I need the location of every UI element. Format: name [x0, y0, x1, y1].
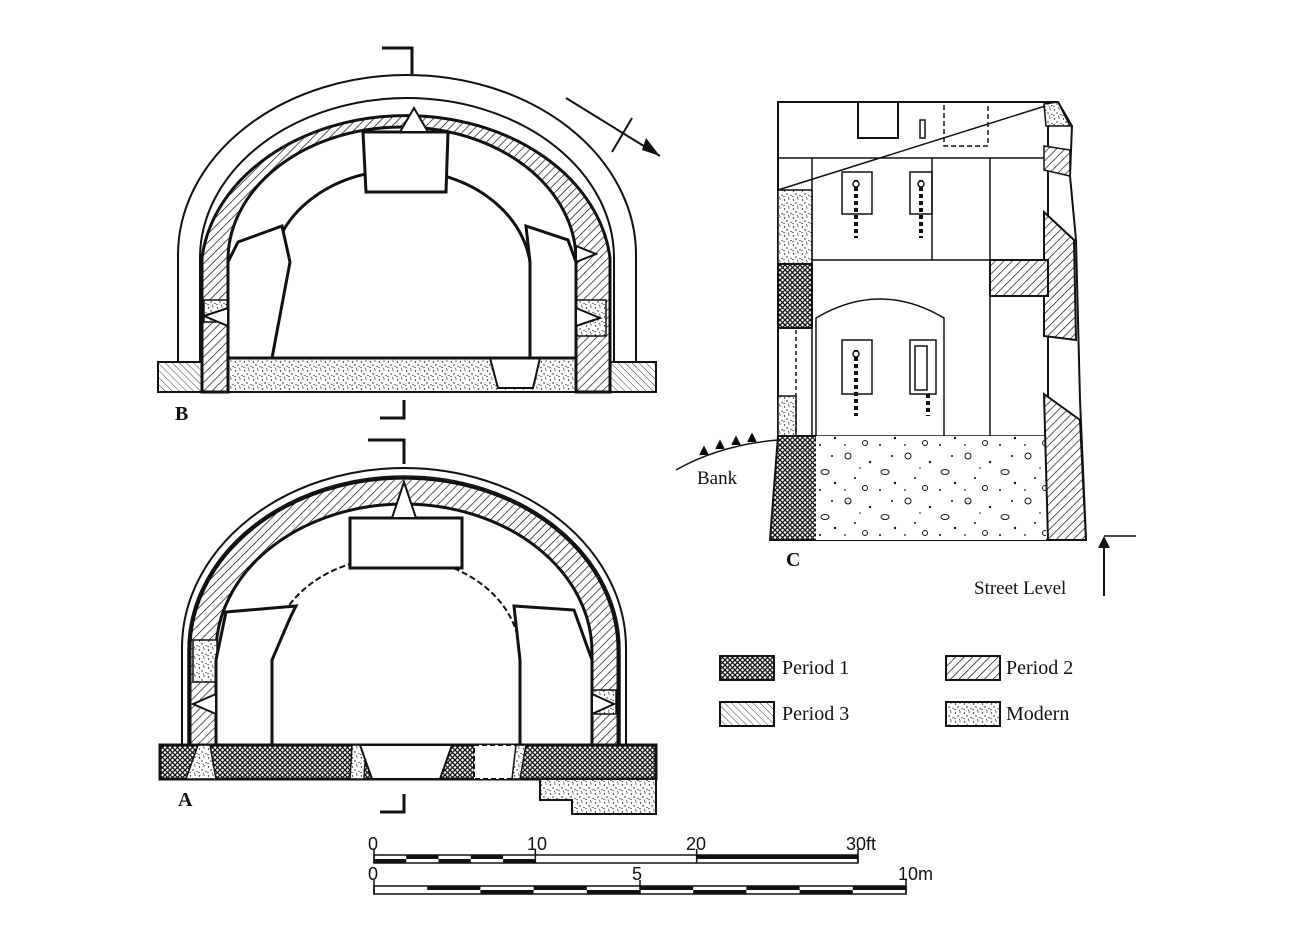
- scale-m-segment: [746, 886, 800, 890]
- plan-a-section-marker-bottom: [380, 794, 406, 814]
- plan-a-slit-top: [390, 478, 418, 519]
- plan-a-base-modern-right: [511, 744, 527, 780]
- svg-text:Period 1: Period 1: [782, 657, 849, 679]
- scale-ft-tick-0: 0: [368, 834, 378, 854]
- bank-line: [675, 439, 779, 471]
- elevation-c: Bank Street Level C: [675, 101, 1136, 599]
- scale-m-segment: [640, 886, 694, 890]
- plan-a-base-door: [473, 744, 517, 780]
- scale-m-segment: [480, 890, 534, 894]
- svg-text:Period 2: Period 2: [1006, 657, 1073, 679]
- plan-b-floor-opening: [488, 357, 542, 389]
- plan-a-slit-right: [591, 692, 617, 716]
- legend-item-period-3: Period 3: [719, 701, 849, 727]
- scale-ft-segment: [438, 859, 471, 863]
- elevation-right-period2-top: [1043, 145, 1071, 177]
- svg-text:Modern: Modern: [1006, 703, 1069, 725]
- elevation-left-period1: [777, 263, 813, 329]
- plan-b-label: B: [175, 403, 188, 425]
- elevation-right-period2-inner: [989, 259, 1049, 297]
- plan-a-section-marker-top: [368, 438, 406, 464]
- scale-m-segment: [586, 890, 640, 894]
- plan-b-ground-left: [157, 361, 205, 393]
- plan-a: A: [158, 438, 658, 815]
- scale-m-segment: [799, 890, 853, 894]
- bank-label: Bank: [697, 468, 738, 489]
- scale-ft-segment: [406, 855, 439, 859]
- bank-grass: [699, 432, 757, 456]
- scale-m-segment: [533, 886, 587, 890]
- scale-m-tick-0: 0: [368, 864, 378, 884]
- elevation-lower-windows: [841, 339, 937, 416]
- scale-ft-tick-30: 30ft: [846, 834, 876, 854]
- elevation-label: C: [786, 549, 800, 571]
- plan-b-section-marker-top: [382, 46, 414, 74]
- elevation-left-modern-mid: [777, 395, 797, 437]
- plan-a-embrasure-left: [214, 604, 299, 747]
- scale-bar-meters: [373, 880, 907, 895]
- plan-a-modern-left: [192, 639, 218, 683]
- scale-ft-segment: [374, 859, 407, 863]
- legend: Period 1 Period 2 Period 3 Modern: [719, 655, 1073, 727]
- svg-text:Period 3: Period 3: [782, 703, 849, 725]
- elevation-right-period3-top: [1043, 101, 1072, 127]
- scale-bars: 0 10 20 30ft 0 5 10m: [368, 834, 933, 895]
- elevation-parapet-slot: [919, 119, 926, 139]
- elevation-left-modern-top: [777, 189, 813, 265]
- plan-a-slit-left: [190, 692, 217, 716]
- plan-a-embrasure-top: [348, 516, 464, 570]
- plan-b-embrasure-right: [524, 223, 578, 360]
- plan-b-wall: [200, 114, 612, 394]
- plan-b-chamber: [270, 168, 532, 360]
- street-level-marker: [1098, 535, 1136, 596]
- plan-b-section-marker-bottom: [380, 400, 406, 420]
- scale-ft-segment: [696, 855, 858, 859]
- direction-arrow: [565, 97, 661, 157]
- elevation-right-period2-low: [1042, 392, 1088, 541]
- plan-b-slit-right-low: [575, 306, 603, 328]
- plan-a-base-opening: [358, 744, 454, 780]
- plan-a-base-modern-left: [184, 744, 217, 780]
- plan-a-embrasure-right: [512, 604, 594, 747]
- scale-m-tick-10: 10m: [898, 864, 933, 884]
- plan-a-outer-arc: [181, 467, 627, 745]
- legend-item-modern: Modern: [945, 701, 1069, 727]
- plan-a-chamber: [271, 556, 521, 746]
- elevation-upper-windows: [841, 171, 933, 238]
- plan-b-outer-arc-inner: [199, 97, 615, 362]
- plan-b-slit-top: [398, 106, 430, 133]
- plan-b-slit-right: [575, 244, 599, 264]
- scale-m-tick-5: 5: [632, 864, 642, 884]
- elevation-diagonal: [777, 101, 1059, 191]
- plan-a-lower-block: [539, 778, 657, 815]
- plan-a-outer-arc-inner: [187, 475, 621, 745]
- plan-b-embrasure-top: [361, 130, 450, 194]
- scale-m-segment: [427, 886, 481, 890]
- elevation-rubble: [816, 436, 1046, 540]
- legend-item-period-1: Period 1: [719, 655, 849, 681]
- scale-ft-segment: [503, 859, 536, 863]
- legend-item-period-2: Period 2: [945, 655, 1073, 681]
- scale-m-segment: [693, 890, 747, 894]
- plan-a-label: A: [178, 789, 193, 811]
- scale-ft-segment: [470, 855, 504, 859]
- scale-m-segment: [852, 886, 906, 890]
- plan-b-embrasure-left: [226, 224, 292, 360]
- scale-ft-tick-10: 10: [527, 834, 547, 854]
- plan-b-outer-arc: [177, 74, 637, 362]
- scale-ft-tick-20: 20: [686, 834, 706, 854]
- street-level-label: Street Level: [974, 578, 1066, 599]
- scale-bar-feet: [373, 849, 859, 864]
- elevation-arch: [815, 298, 945, 436]
- plan-b-slit-left: [201, 306, 229, 328]
- plan-b: B: [157, 46, 661, 425]
- plan-a-wall: [188, 476, 620, 747]
- elevation-parapet: [778, 101, 1048, 139]
